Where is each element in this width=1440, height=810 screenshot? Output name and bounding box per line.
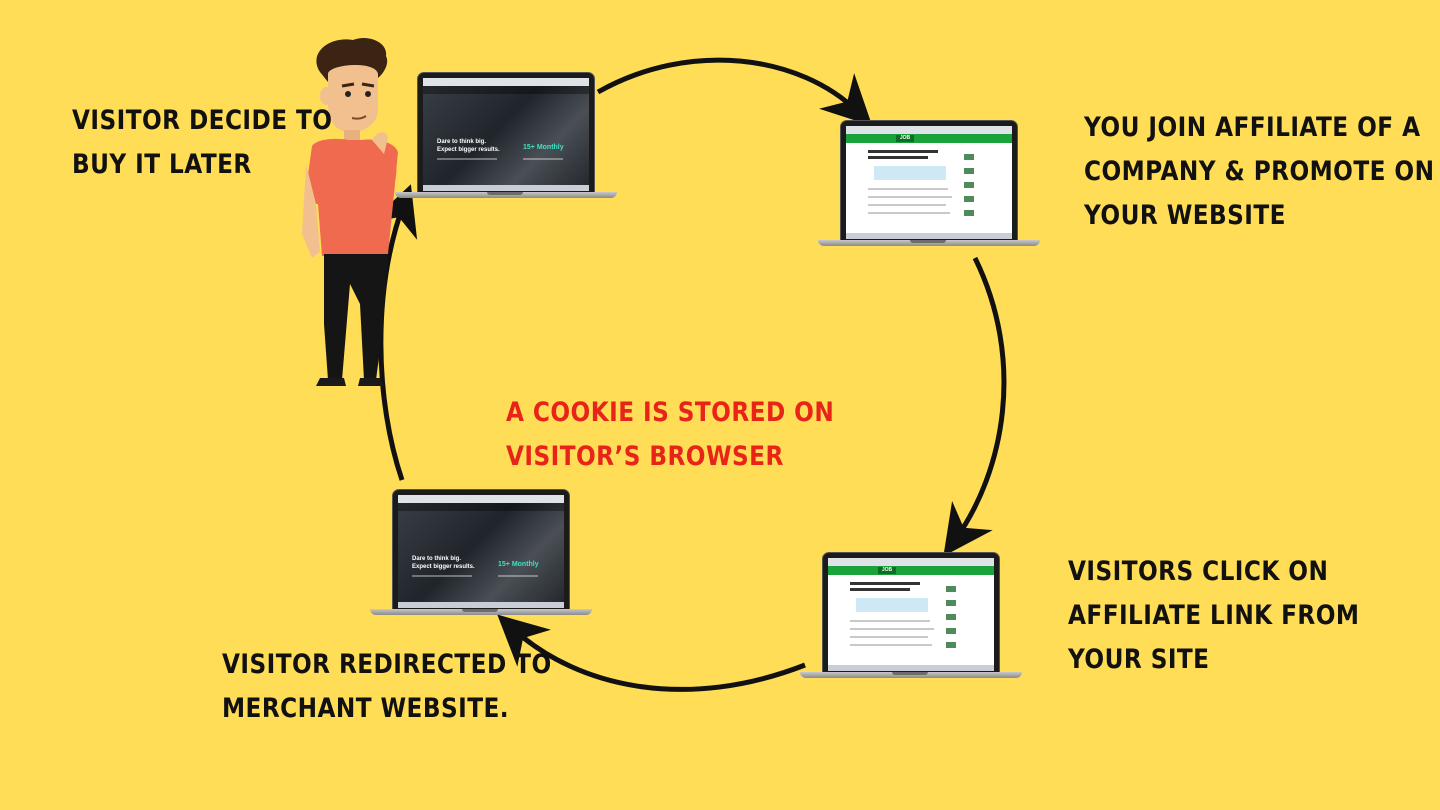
person-illustration [302,37,398,386]
article-title-bar [868,150,938,153]
merchant-headline-1: Dare to think big. [412,556,462,562]
step-text: COMPANY & PROMOTE ON [1084,156,1435,187]
step-join-affiliate: YOU JOIN AFFILIATE OF A COMPANY & PROMOT… [1084,106,1434,238]
step-text: MERCHANT WEBSITE. [222,693,510,724]
merchant-headline-1: Dare to think big. [437,139,487,145]
arrow-bottom [497,614,806,692]
affiliate-logo: JOB [878,567,896,574]
step-visitor-redirected: VISITOR REDIRECTED TO MERCHANT WEBSITE. [222,643,552,731]
step-text: YOUR WEBSITE [1084,200,1286,231]
arrow-top [596,57,873,127]
step-text: VISITOR DECIDE TO [72,105,333,136]
center-text: VISITOR’S BROWSER [506,441,784,472]
laptop-merchant-top: Dare to think big. Expect bigger results… [395,72,617,202]
laptop-affiliate-bottom: JOB [800,552,1022,682]
center-cookie-note: A COOKIE IS STORED ON VISITOR’S BROWSER [506,391,834,479]
merchant-headline-2: Expect bigger results. [412,564,475,570]
step-text: YOUR SITE [1068,644,1210,675]
merchant-site-screen: Dare to think big. Expect bigger results… [423,78,589,191]
step-text: BUY IT LATER [72,149,252,180]
step-text: YOU JOIN AFFILIATE OF A [1084,112,1421,143]
step-visitor-decides-later: VISITOR DECIDE TO BUY IT LATER [72,99,332,187]
center-text: A COOKIE IS STORED ON [506,397,835,428]
merchant-tag: 15+ Monthly [523,144,564,151]
step-text: VISITOR REDIRECTED TO [222,649,552,680]
merchant-headline-2: Expect bigger results. [437,147,500,153]
affiliate-logo: JOB [896,135,914,142]
step-text: VISITORS CLICK ON [1068,556,1329,587]
affiliate-site-screen: JOB [846,126,1012,239]
step-visitors-click-link: VISITORS CLICK ON AFFILIATE LINK FROM YO… [1068,550,1359,682]
arrow-left [370,184,418,481]
step-text: AFFILIATE LINK FROM [1068,600,1360,631]
affiliate-site-screen: JOB [828,558,994,671]
arrow-right [943,256,1007,557]
merchant-site-screen: Dare to think big. Expect bigger results… [398,495,564,608]
laptop-affiliate-top: JOB [818,120,1040,250]
merchant-tag: 15+ Monthly [498,561,539,568]
laptop-merchant-bottom: Dare to think big. Expect bigger results… [370,489,592,619]
